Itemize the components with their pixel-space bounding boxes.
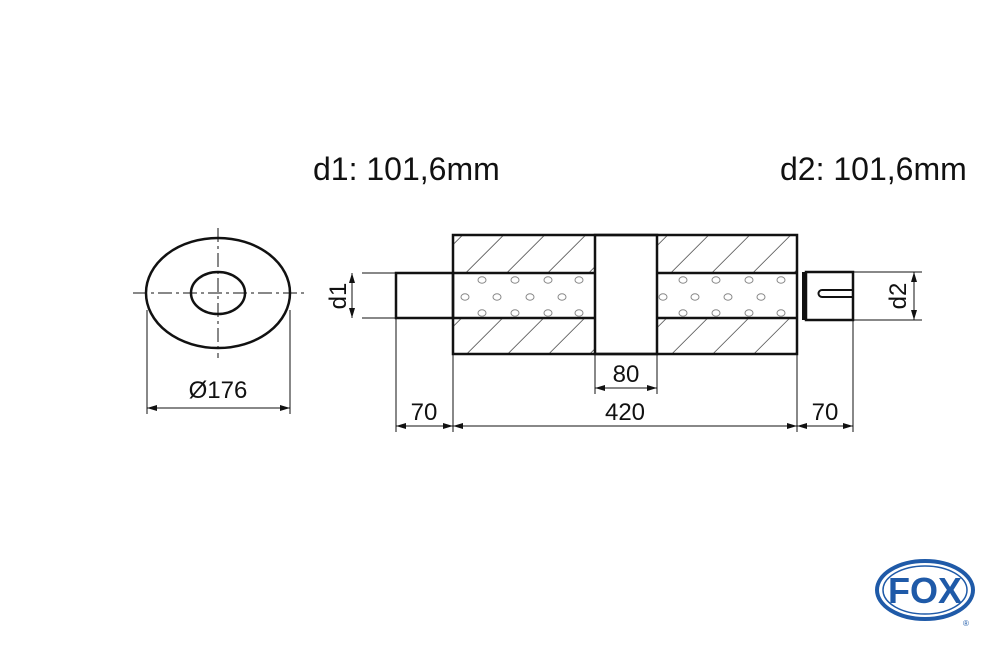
- perforation-hole: [557, 293, 567, 301]
- end-view: Ø176: [133, 228, 305, 414]
- dimensions: d1 d2 80 70 420 70: [325, 271, 922, 432]
- center-gap-label: 80: [613, 361, 640, 388]
- perforation-hole: [711, 276, 721, 284]
- perforation-hole: [574, 276, 584, 284]
- svg-text:FOX: FOX: [888, 570, 962, 611]
- perforation-hole: [460, 293, 470, 301]
- side-view: [394, 233, 855, 356]
- right-pipe-length-label: 70: [812, 399, 839, 426]
- perforation-hole: [574, 309, 584, 317]
- perforation-hole: [756, 293, 766, 301]
- d2-title: d2: 101,6mm: [780, 151, 967, 187]
- perforation-hole: [510, 276, 520, 284]
- perforation-hole: [477, 309, 487, 317]
- perforation-hole: [510, 309, 520, 317]
- perforation-hole: [525, 293, 535, 301]
- perforation-hole: [744, 309, 754, 317]
- perforation-hole: [776, 276, 786, 284]
- d2-label: d2: [885, 283, 912, 310]
- perforation-hole: [492, 293, 502, 301]
- left-pipe-length-label: 70: [411, 399, 438, 426]
- d1-label: d1: [325, 283, 352, 310]
- perforation-hole: [711, 309, 721, 317]
- svg-text:®: ®: [963, 619, 969, 628]
- d1-title: d1: 101,6mm: [313, 151, 500, 187]
- perforation-hole: [678, 309, 688, 317]
- diameter-label: Ø176: [189, 377, 248, 404]
- perforation-hole: [776, 309, 786, 317]
- perforation-hole: [543, 309, 553, 317]
- perforation-hole: [744, 276, 754, 284]
- perforation-hole: [678, 276, 688, 284]
- perforation-hole: [690, 293, 700, 301]
- perforation-hole: [658, 293, 668, 301]
- body-length-label: 420: [605, 399, 645, 426]
- fox-logo: FOX ®: [875, 559, 975, 628]
- perforation-hole: [477, 276, 487, 284]
- perforation-hole: [543, 276, 553, 284]
- perforation-hole: [723, 293, 733, 301]
